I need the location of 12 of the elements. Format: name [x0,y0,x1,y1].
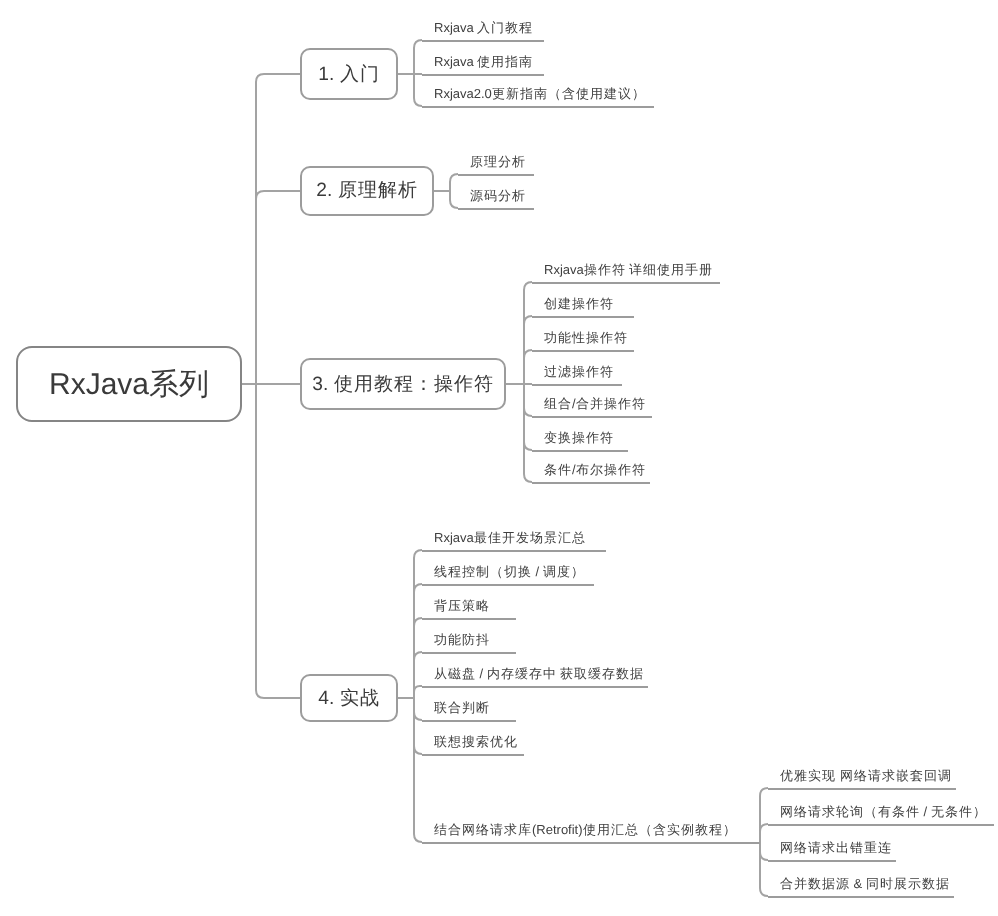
connector-line [759,823,769,843]
branch-topic-box: 4. 实战 [300,674,398,722]
branch-topic-box: 1. 入门 [300,48,398,100]
branch-topic-box: 2. 原理解析 [300,166,434,216]
connector-line [397,73,423,107]
connector-line [433,190,459,209]
branch-topic-box: 3. 使用教程：操作符 [300,358,506,410]
connector-line [241,383,301,699]
connector-line [505,383,533,483]
central-topic-box: RxJava系列 [16,346,242,422]
connector-line [759,841,769,897]
connector-line [397,697,423,843]
